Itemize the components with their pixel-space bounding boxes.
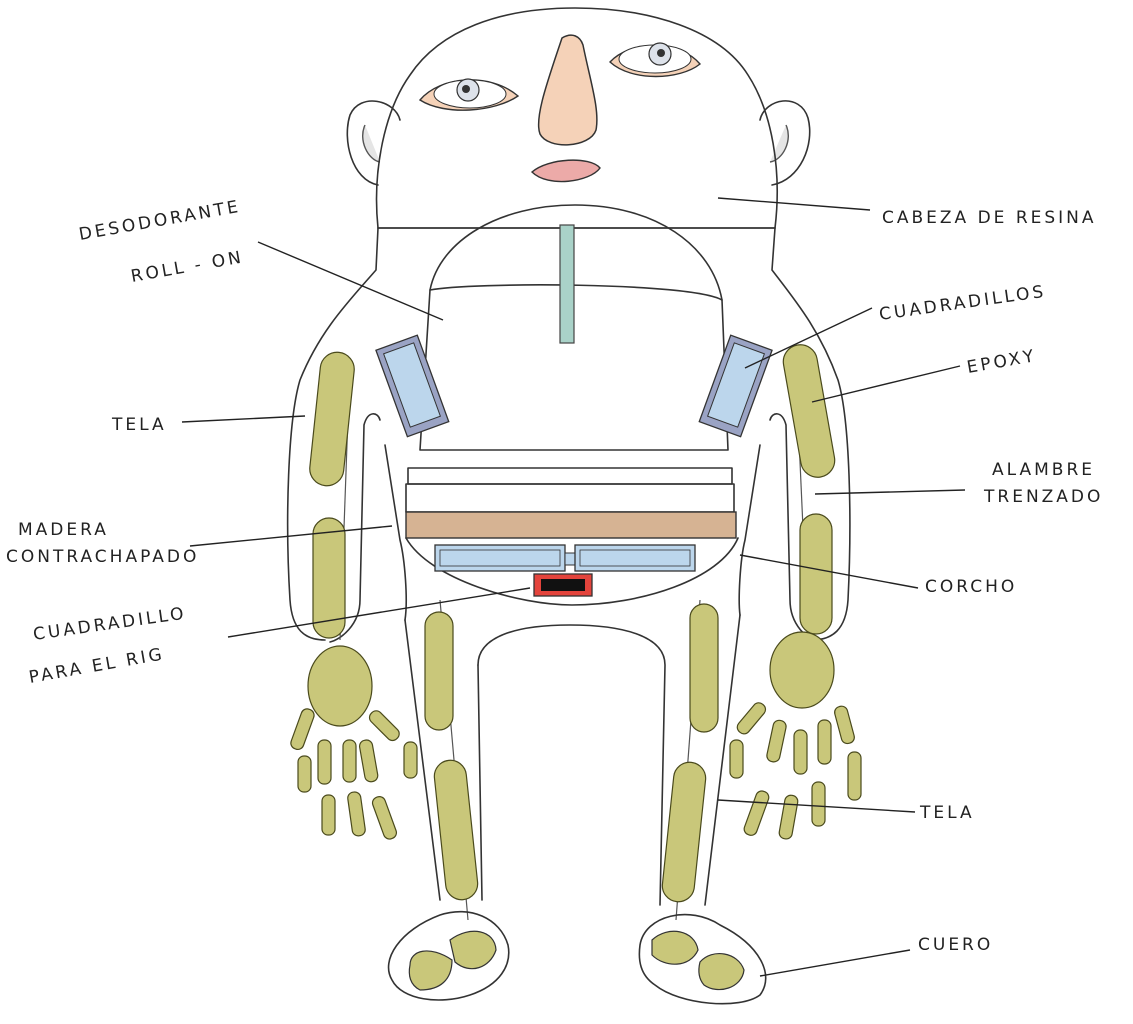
cork-hip-block <box>435 545 695 596</box>
label-epoxy: EPOXY <box>965 346 1038 378</box>
label-trenzado: TRENZADO <box>983 487 1103 507</box>
nose <box>539 35 597 145</box>
label-cuero: CUERO <box>918 935 993 955</box>
right-hand-fingers <box>730 700 861 840</box>
resin-head <box>347 8 809 228</box>
right-foot <box>639 915 765 1004</box>
deodorant-stick <box>560 225 574 343</box>
label-desodorante: DESODORANTE <box>77 197 242 245</box>
label-tela-right: TELA <box>919 803 975 823</box>
right-leg-bones <box>661 604 718 903</box>
left-arm-bones <box>308 351 372 726</box>
label-alambre: ALAMBRE <box>992 460 1095 480</box>
label-cabeza-de-resina: CABEZA DE RESINA <box>882 208 1097 228</box>
label-cuadradillos: CUADRADILLOS <box>878 282 1048 325</box>
label-madera: MADERA <box>18 520 109 540</box>
shoulder-square-tubes <box>376 335 772 437</box>
left-foot <box>389 912 509 1000</box>
left-leg-bones <box>425 612 479 901</box>
plywood-board <box>406 512 736 538</box>
label-contrachapado: CONTRACHAPADO <box>6 547 199 567</box>
label-corcho: CORCHO <box>925 577 1017 597</box>
label-cuadradillo: CUADRADILLO <box>32 604 188 645</box>
label-para-el-rig: PARA EL RIG <box>27 644 166 688</box>
label-roll-on: ROLL - ON <box>129 247 245 287</box>
right-arm-bones <box>770 342 837 708</box>
label-tela-left: TELA <box>111 415 167 435</box>
lips <box>532 160 600 181</box>
left-hand-fingers <box>289 707 417 841</box>
